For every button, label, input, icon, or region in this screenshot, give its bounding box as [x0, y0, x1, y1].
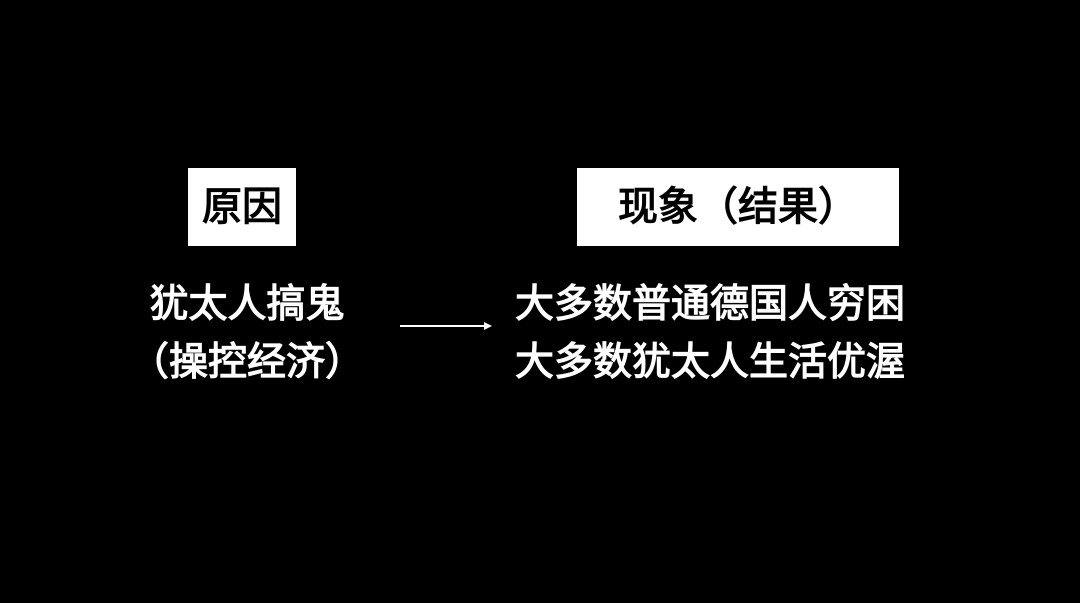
cause-heading: 原因 — [202, 184, 282, 230]
effect-heading: 现象（结果） — [618, 184, 858, 230]
cause-line-2: （操控经济） — [129, 340, 364, 385]
effect-line-1: 大多数普通德国人穷困 — [515, 282, 906, 327]
effect-heading-box: 现象（结果） — [577, 168, 899, 246]
effect-text-block: 大多数普通德国人穷困 大多数犹太人生活优渥 — [515, 276, 975, 392]
arrow-right-icon — [400, 322, 492, 330]
cause-heading-box: 原因 — [188, 168, 296, 246]
cause-line-1: 犹太人搞鬼 — [149, 282, 345, 327]
cause-text-block: 犹太人搞鬼 （操控经济） — [122, 276, 372, 392]
effect-line-2: 大多数犹太人生活优渥 — [515, 340, 906, 385]
